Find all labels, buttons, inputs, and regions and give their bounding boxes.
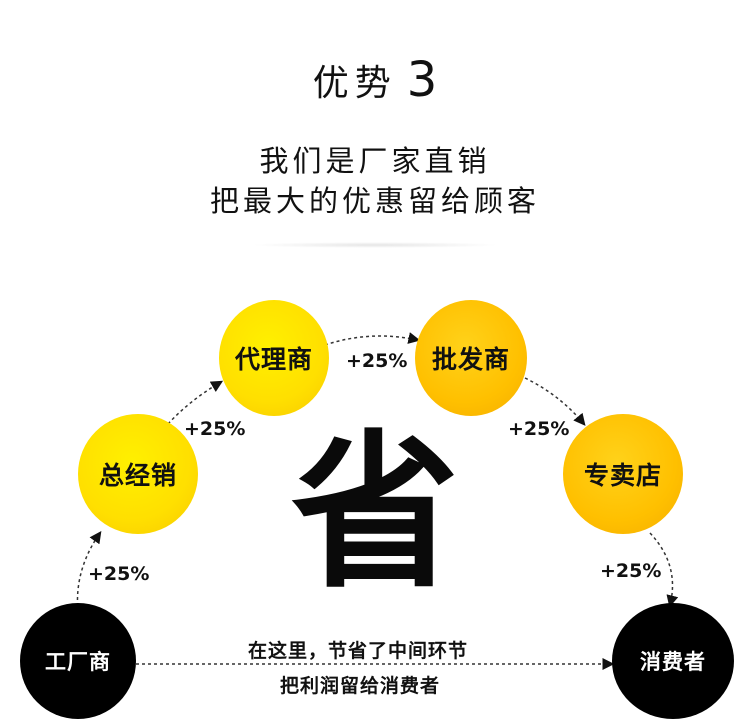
center-save-character: 省 [291, 415, 459, 611]
heading-title: 优势 [312, 63, 397, 104]
markup-label: +25% [508, 418, 570, 440]
arrow-store-to-consumer [649, 532, 679, 608]
arrow-wholesaler-to-store [524, 377, 586, 426]
markup-label: +25% [600, 560, 662, 582]
heading-number: 3 [406, 52, 438, 108]
node-label: 批发商 [431, 345, 510, 374]
markup-label: +25% [184, 418, 246, 440]
node-factory: 工厂商 [20, 603, 136, 719]
divider-shadow [250, 242, 500, 248]
node-label: 总经销 [98, 461, 177, 490]
arrow-agent-to-wholesaler [324, 332, 421, 346]
subtitle-line-1: 我们是厂家直销 [259, 144, 491, 178]
markup-label: +25% [346, 350, 408, 372]
note-line-2: 把利润留给消费者 [280, 675, 441, 697]
markup-label: +25% [88, 563, 150, 585]
node-label: 专卖店 [583, 461, 662, 490]
node-general-distributor: 总经销 [78, 414, 198, 534]
node-label: 代理商 [234, 345, 313, 374]
subtitle-line-2: 把最大的优惠留给顾客 [209, 184, 540, 218]
arrow-distributor-to-agent [167, 380, 224, 425]
node-label: 工厂商 [45, 650, 111, 674]
node-label: 消费者 [640, 650, 706, 674]
node-wholesaler: 批发商 [415, 300, 527, 416]
note-line-1: 在这里，节省了中间环节 [248, 640, 469, 662]
node-consumer: 消费者 [612, 603, 734, 719]
node-agent: 代理商 [219, 300, 329, 416]
node-retail-store: 专卖店 [563, 414, 683, 534]
